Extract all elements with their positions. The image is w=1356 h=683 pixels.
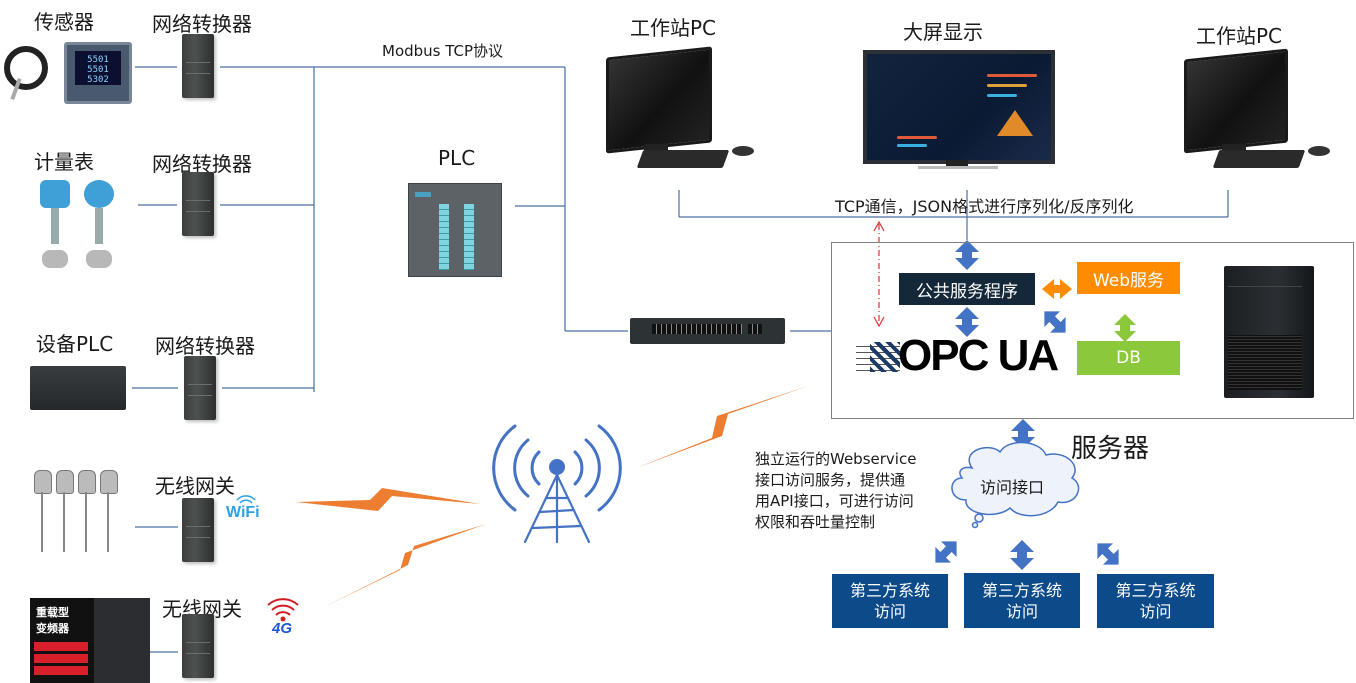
wireless-gateway-2 bbox=[182, 614, 214, 678]
plc-image bbox=[408, 183, 502, 277]
web-service-box: Web服务 bbox=[1077, 262, 1180, 294]
lightning-4g bbox=[322, 524, 486, 608]
third-party-access-2: 第三方系统 访问 bbox=[964, 573, 1080, 628]
lightning-wifi bbox=[296, 488, 480, 511]
big-screen-stand bbox=[946, 160, 968, 166]
workstation-left-image bbox=[604, 46, 764, 188]
tcp-json-label: TCP通信，JSON格式进行序列化/反序列化 bbox=[835, 197, 1134, 216]
webservice-note-line3: 用API接口，可进行访问 bbox=[755, 492, 914, 510]
sensor-label: 传感器 bbox=[34, 10, 94, 34]
converter-1-label: 网络转换器 bbox=[152, 12, 252, 36]
temperature-probes-image bbox=[30, 470, 120, 555]
radio-tower-icon bbox=[492, 424, 622, 544]
meter-label: 计量表 bbox=[34, 150, 94, 174]
arrow-service-opc bbox=[955, 307, 979, 337]
third-party-2-line2: 访问 bbox=[1005, 601, 1038, 621]
wireless-gateway-1 bbox=[182, 498, 214, 562]
big-screen-image bbox=[863, 50, 1055, 164]
vfd-title-line1: 重载型 bbox=[36, 606, 69, 619]
dashed-red-arrow bbox=[873, 220, 885, 328]
workstation-left-label: 工作站PC bbox=[630, 16, 717, 40]
converter-3-label: 网络转换器 bbox=[155, 334, 255, 358]
arrow-service-web bbox=[1042, 279, 1072, 299]
network-switch-image bbox=[630, 318, 785, 344]
server-tower-image bbox=[1224, 266, 1314, 398]
access-interface-label: 访问接口 bbox=[980, 478, 1045, 497]
webservice-note-line4: 权限和吞吐量控制 bbox=[755, 513, 876, 531]
third-party-3-line2: 访问 bbox=[1139, 602, 1172, 621]
network-converter-2 bbox=[182, 172, 214, 236]
arrow-opc-web bbox=[1044, 311, 1066, 333]
4g-badge: 4G bbox=[272, 620, 293, 637]
network-converter-3 bbox=[184, 356, 216, 420]
opc-ua-logo-stripes bbox=[856, 338, 900, 374]
big-screen-base bbox=[918, 166, 998, 169]
vfd-title-line2: 变频器 bbox=[36, 622, 69, 635]
workstation-right-label: 工作站PC bbox=[1196, 24, 1283, 48]
public-service-box: 公共服务程序 bbox=[899, 273, 1035, 305]
arrow-interface-third-right bbox=[1097, 543, 1119, 565]
third-party-1-line1: 第三方系统 bbox=[849, 581, 930, 600]
third-party-access-1: 第三方系统 访问 bbox=[832, 574, 948, 628]
workstation-right-image bbox=[1182, 48, 1342, 190]
third-party-3-line1: 第三方系统 bbox=[1115, 581, 1196, 600]
arrow-interface-third-left bbox=[935, 541, 957, 563]
access-interface-cloud bbox=[951, 441, 1080, 529]
network-converter-1 bbox=[182, 34, 214, 98]
plc-label: PLC bbox=[438, 146, 476, 170]
arrow-interface-third-center bbox=[1010, 540, 1034, 570]
webservice-note: 独立运行的Webservice 接口访问服务，提供通 用API接口，可进行访问 … bbox=[755, 449, 916, 533]
meter-reading-2: 5501 bbox=[87, 65, 109, 75]
wifi-icon bbox=[236, 495, 256, 504]
webservice-note-line2: 接口访问服务，提供通 bbox=[755, 471, 906, 489]
modbus-protocol-label: Modbus TCP协议 bbox=[382, 42, 504, 60]
signal-4g-icon bbox=[267, 598, 299, 622]
wifi-badge: WiFi bbox=[226, 504, 260, 521]
arrow-web-db bbox=[1114, 314, 1136, 342]
flow-meter-image bbox=[38, 178, 128, 278]
frequency-inverter-image: 重载型 变频器 bbox=[30, 598, 150, 683]
panel-meter-image: 5501 5501 5302 bbox=[64, 42, 132, 104]
arrow-bigscreen-service bbox=[955, 240, 979, 270]
arrow-server-interface bbox=[1011, 419, 1035, 449]
db-box: DB bbox=[1077, 341, 1180, 375]
sensor-cable-image bbox=[4, 46, 48, 90]
lightning-server bbox=[636, 386, 808, 468]
server-container bbox=[831, 242, 1354, 419]
device-plc-image bbox=[30, 366, 126, 410]
third-party-2-line1: 第三方系统 bbox=[981, 580, 1062, 600]
webservice-note-line1: 独立运行的Webservice bbox=[755, 450, 917, 468]
third-party-access-3: 第三方系统 访问 bbox=[1097, 574, 1214, 628]
device-plc-label: 设备PLC bbox=[36, 332, 114, 356]
third-party-1-line2: 访问 bbox=[873, 602, 906, 621]
opc-ua-logo: OPC UA bbox=[898, 331, 1059, 380]
meter-reading-1: 5501 bbox=[87, 55, 109, 65]
big-screen-label: 大屏显示 bbox=[903, 20, 983, 44]
meter-reading-3: 5302 bbox=[87, 75, 109, 85]
wireless-gateway-1-label: 无线网关 bbox=[155, 474, 235, 498]
server-label: 服务器 bbox=[1071, 434, 1150, 464]
